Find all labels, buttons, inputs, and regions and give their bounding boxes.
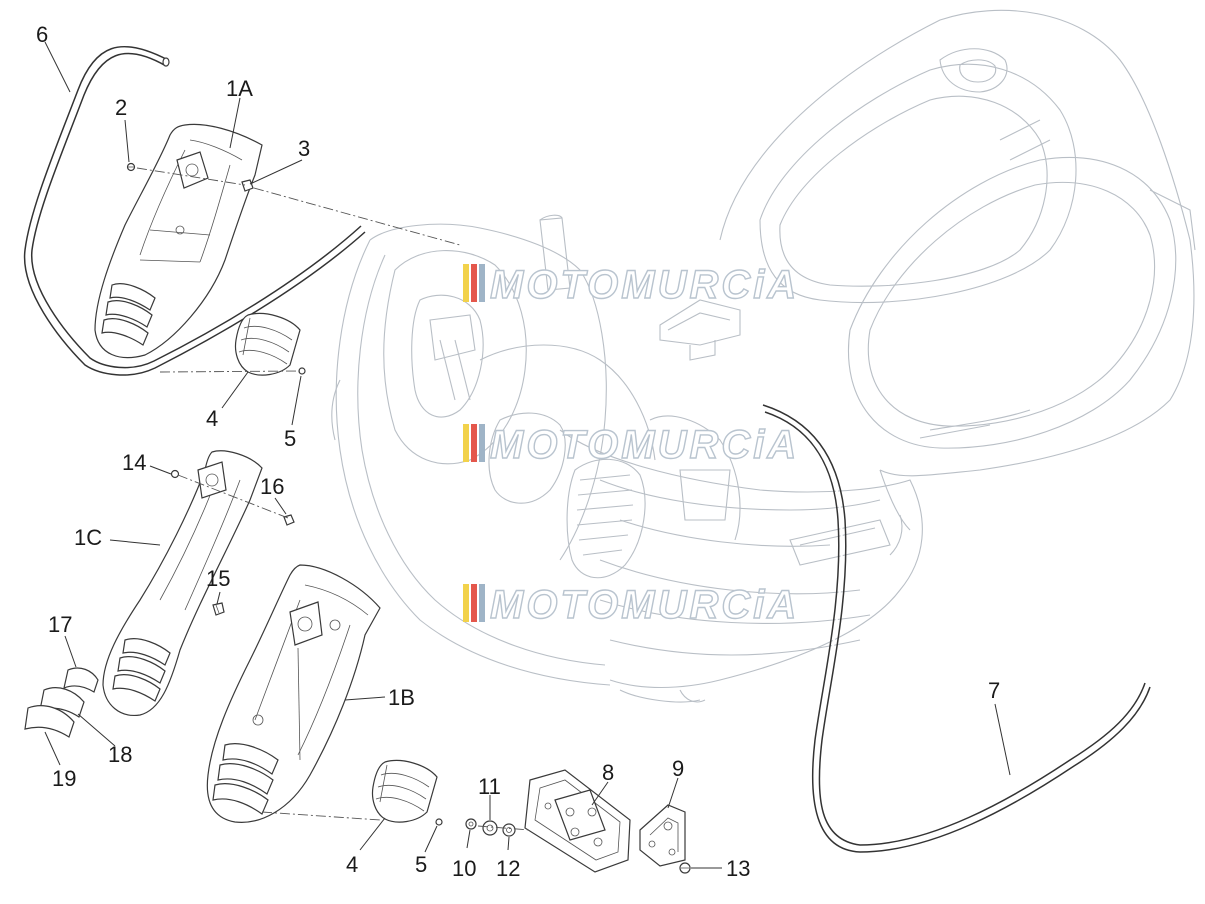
callout-6: 6	[36, 22, 48, 47]
watermark-bottom: MOTOMURCiA	[463, 582, 799, 628]
watermark-text: MOTOMURCiA	[490, 423, 799, 467]
scooter-body-outline	[331, 9, 1196, 703]
callout-16: 16	[260, 474, 284, 499]
callout-4-upper: 4	[206, 406, 218, 431]
callout-15: 15	[206, 566, 230, 591]
clip-15	[212, 602, 225, 616]
trim-piece-19	[24, 705, 75, 738]
callout-12: 12	[496, 856, 520, 881]
screw-13	[679, 862, 691, 874]
nut-3	[241, 179, 254, 192]
watermark-text: MOTOMURCiA	[490, 583, 799, 627]
callout-8: 8	[602, 760, 614, 785]
callout-1A: 1A	[226, 76, 253, 101]
plate-9	[639, 804, 686, 867]
trim-strip-6	[23, 45, 366, 376]
callout-19: 19	[52, 766, 76, 791]
assembly-lines	[136, 167, 531, 831]
callout-9: 9	[672, 756, 684, 781]
callout-17: 17	[48, 612, 72, 637]
callout-2: 2	[115, 95, 127, 120]
bracket-8	[524, 769, 631, 873]
leader-lines	[44, 41, 1011, 869]
grille-4-upper	[234, 312, 301, 376]
callout-5-upper: 5	[284, 426, 296, 451]
shield-cover-1A	[94, 123, 263, 359]
callout-3: 3	[298, 136, 310, 161]
washer-12	[502, 823, 516, 837]
watermark-top: MOTOMURCiA	[463, 262, 799, 308]
callout-numbers: 6 2 1A 3 4 5 14 16 1C 15 17 18 19 1B 7 8…	[36, 22, 1000, 881]
shield-cover-1B	[206, 564, 381, 823]
watermark-text: MOTOMURCiA	[490, 263, 799, 307]
washer-11	[482, 820, 498, 836]
callout-1C: 1C	[74, 525, 102, 550]
callout-10: 10	[452, 856, 476, 881]
callout-11: 11	[478, 774, 501, 799]
trim-strip-7	[762, 404, 1151, 853]
callout-4-lower: 4	[346, 852, 358, 877]
grille-4-lower	[371, 759, 438, 823]
trim-piece-17	[63, 667, 99, 693]
callout-1B: 1B	[388, 685, 415, 710]
screw-14	[170, 469, 180, 479]
screw-2	[126, 162, 136, 172]
nut-10	[465, 818, 477, 830]
shield-cover-1C	[102, 450, 263, 716]
callout-18: 18	[108, 742, 132, 767]
callout-13: 13	[726, 856, 750, 881]
nut-16	[283, 514, 295, 526]
callout-14: 14	[122, 450, 146, 475]
screw-5-lower	[435, 818, 443, 826]
callout-5-lower: 5	[415, 852, 427, 877]
watermark-middle: MOTOMURCiA	[463, 422, 799, 468]
callout-7: 7	[988, 678, 1000, 703]
